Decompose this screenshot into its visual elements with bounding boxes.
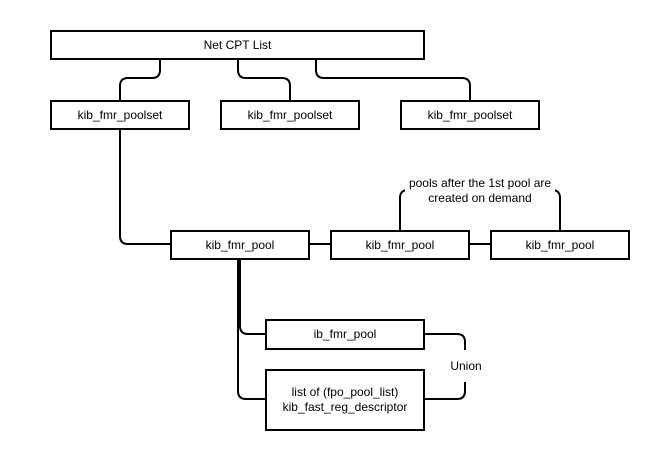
union-bracket <box>425 333 466 400</box>
union-label: Union <box>444 359 488 374</box>
connector-root-poolset-1 <box>119 60 161 100</box>
connector-pool-ib-fmr-pool <box>239 260 265 335</box>
pool-box-3: kib_fmr_pool <box>490 230 630 260</box>
poolset-label-1: kib_fmr_poolset <box>77 107 163 122</box>
pool-label-3: kib_fmr_pool <box>525 237 595 252</box>
connector-poolset-pool <box>119 130 170 245</box>
pool-label-1: kib_fmr_pool <box>205 237 275 252</box>
ib-fmr-pool-label: ib_fmr_pool <box>313 327 377 341</box>
net-cpt-list-box: Net CPT List <box>50 30 425 60</box>
connector-root-poolset-3 <box>315 60 471 100</box>
poolset-label-2: kib_fmr_poolset <box>247 107 333 122</box>
descriptor-list-label: list of (fpo_pool_list) kib_fast_reg_des… <box>282 385 408 414</box>
connector-root-poolset-2 <box>237 60 291 100</box>
net-cpt-list-label: Net CPT List <box>203 37 272 52</box>
pool-label-2: kib_fmr_pool <box>365 237 435 252</box>
descriptor-list-box: list of (fpo_pool_list) kib_fast_reg_des… <box>265 369 425 431</box>
poolset-box-1: kib_fmr_poolset <box>50 100 190 130</box>
ib-fmr-pool-box: ib_fmr_pool <box>265 319 425 350</box>
poolset-box-3: kib_fmr_poolset <box>400 100 540 130</box>
pool-box-1: kib_fmr_pool <box>170 230 310 260</box>
pool-box-2: kib_fmr_pool <box>330 230 470 260</box>
on-demand-note: pools after the 1st pool are created on … <box>405 176 555 206</box>
poolset-label-3: kib_fmr_poolset <box>427 107 513 122</box>
poolset-box-2: kib_fmr_poolset <box>220 100 360 130</box>
connector-pool-descriptor-list <box>237 260 265 400</box>
